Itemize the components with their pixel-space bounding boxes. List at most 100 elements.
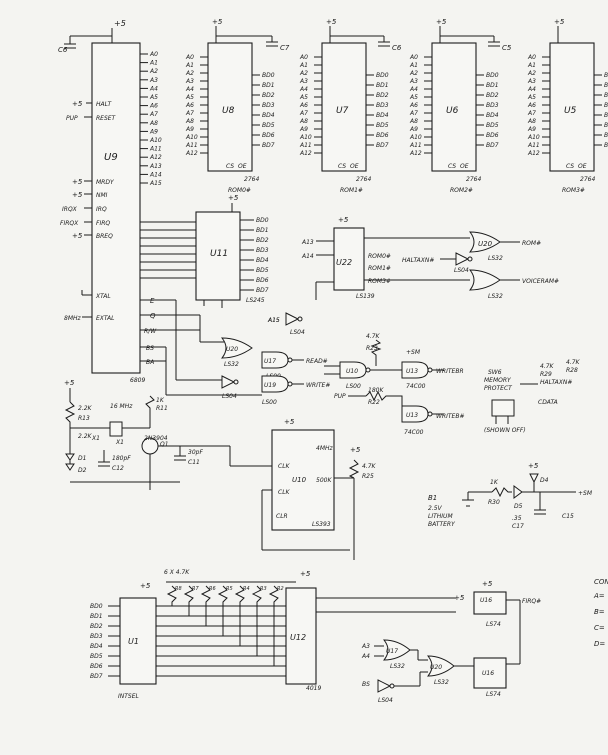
u9-nmi-vcc: +5 — [72, 191, 83, 199]
u11-vcc: +5 — [228, 194, 239, 202]
u11-data-pin: BD5 — [256, 267, 269, 274]
u1-data-pin: BD2 — [90, 623, 103, 630]
a15-label: A15 — [267, 317, 280, 324]
rom-addr-pin: A1 — [299, 62, 308, 69]
r22-label: R22 — [368, 399, 380, 406]
r12-label: 2.2K — [78, 433, 93, 440]
u17-a4: A4 — [361, 653, 370, 660]
cdata-label: CDATA — [538, 399, 558, 406]
sw6-switch — [491, 399, 515, 417]
u12-4mhz: 4MHz — [316, 445, 334, 452]
rpack-resistor — [234, 585, 245, 646]
r22-resistor — [365, 390, 403, 410]
r25-label: R25 — [362, 473, 374, 480]
rpack-resistor-label: R5 — [226, 586, 233, 592]
u8-vcc: +5 — [212, 18, 223, 26]
u20c-part: LS32 — [224, 361, 239, 368]
d1-diode — [65, 453, 75, 461]
control-logic: A15 LS04 U20 LS32 U17 LS00 READ# LS04 U1… — [165, 300, 581, 436]
u16b-label: U16 — [482, 670, 494, 677]
u20c-label: U20 — [226, 346, 238, 353]
u11-data-pin: BD6 — [256, 277, 269, 284]
u1-part: INTSEL — [118, 693, 139, 700]
rom-addr-pin: A1 — [409, 62, 418, 69]
rom-addr-pin: A2 — [185, 70, 194, 77]
u13-label: U13 — [406, 368, 418, 375]
rom-addr-pin: A7 — [185, 110, 194, 117]
r25-resistor — [348, 459, 360, 479]
u8-body — [207, 42, 253, 172]
rom-data-pin: BD0 — [604, 72, 608, 79]
u5-vcc: +5 — [554, 18, 565, 26]
u13b-label: U13 — [406, 412, 418, 419]
cpu-addr-pin: A9 — [149, 128, 158, 135]
u9-reset: RESET — [96, 115, 117, 122]
u12b-body — [285, 587, 317, 685]
rom-data-pin: BD5 — [262, 122, 275, 129]
u9-firq: FIRQ — [96, 220, 110, 227]
u7-rom: U7 2764 ROM1# CS OE A0A1A2A3A4A5A6A7A8A9… — [299, 42, 389, 194]
u11-data-pin: BD7 — [256, 287, 269, 294]
u9-xtal: XTAL — [95, 293, 111, 300]
u9-halt-vcc: +5 — [72, 100, 83, 108]
u13a-part: 74C00 — [406, 383, 426, 390]
u9-bs: BS — [146, 345, 154, 352]
u11-label: U11 — [210, 249, 228, 259]
rpack-resistor-label: R4 — [243, 586, 250, 592]
u17-bs: BS — [362, 681, 370, 688]
con-label: CON — [594, 578, 608, 586]
u11-body — [195, 211, 241, 301]
rom-addr-pin: A1 — [185, 62, 194, 69]
u8-label: U8 — [222, 106, 235, 116]
rom-addr-pin: A9 — [409, 126, 418, 133]
rpack-label: 6 X 4.7K — [164, 569, 190, 576]
u19-part: LS00 — [262, 399, 277, 406]
x1-value: 16 MHz — [110, 403, 133, 410]
u12b-chip: U12 4019 — [285, 587, 456, 692]
rom-addr-pin: A3 — [299, 78, 308, 85]
u9-e: E — [150, 297, 155, 305]
u9-extal: EXTAL — [96, 315, 114, 322]
u1-data-pin: BD0 — [90, 603, 103, 610]
rom-addr-pin: A11 — [299, 142, 312, 149]
rom-addr-pin: A5 — [527, 94, 536, 101]
u9-vcc: +5 — [114, 19, 126, 28]
u22-a13: A13 — [301, 239, 314, 246]
rom-data-pin: BD7 — [262, 142, 275, 149]
u8-chip: 2764 — [244, 176, 259, 183]
u22-rom0: ROM0# — [368, 253, 391, 260]
u22-vcc: +5 — [338, 216, 349, 224]
r23-resistor — [370, 339, 382, 366]
r22-value: 180K — [368, 387, 384, 394]
u6-cs: CS — [448, 163, 456, 170]
c5-label: C5 — [502, 44, 512, 52]
sm-label: +SM — [578, 490, 593, 497]
u12-clk2: CLK — [278, 489, 291, 496]
c11-label: C11 — [188, 459, 200, 466]
d4-diode — [529, 473, 539, 484]
u9-mrdy-vcc: +5 — [72, 178, 83, 186]
u9-firqx: FIRQX — [60, 220, 79, 227]
u20b-part: LS32 — [488, 293, 503, 300]
voiceram-out: VOICERAM# — [522, 278, 559, 285]
u1-vcc: +5 — [140, 582, 151, 590]
d4-label: D4 — [540, 477, 549, 484]
u7-oe: OE — [350, 163, 359, 170]
rom-data-pin: BD3 — [262, 102, 275, 109]
cpu-addr-pin: A3 — [149, 77, 158, 84]
u12-clk1: CLK — [278, 463, 291, 470]
u8-oe: OE — [238, 163, 247, 170]
b1-batt: BATTERY — [428, 521, 456, 528]
u7-vcc: +5 — [326, 18, 337, 26]
u6-rom: U6 2764 ROM2# CS OE A0A1A2A3A4A5A6A7A8A9… — [409, 42, 499, 194]
cpu-addr-pin: A7 — [149, 111, 158, 118]
rom-data-pin: BD0 — [486, 72, 499, 79]
b1-volt: 2.5V — [428, 505, 443, 512]
u5-oe: OE — [578, 163, 587, 170]
rom-addr-pin: A11 — [409, 142, 422, 149]
cpu-addr-pin: A1 — [149, 60, 158, 67]
u5-body — [549, 42, 595, 172]
rom-addr-pin: A0 — [185, 54, 194, 61]
rpack-resistor-label: R3 — [260, 586, 267, 592]
r28-value: 4.7K — [566, 359, 581, 366]
